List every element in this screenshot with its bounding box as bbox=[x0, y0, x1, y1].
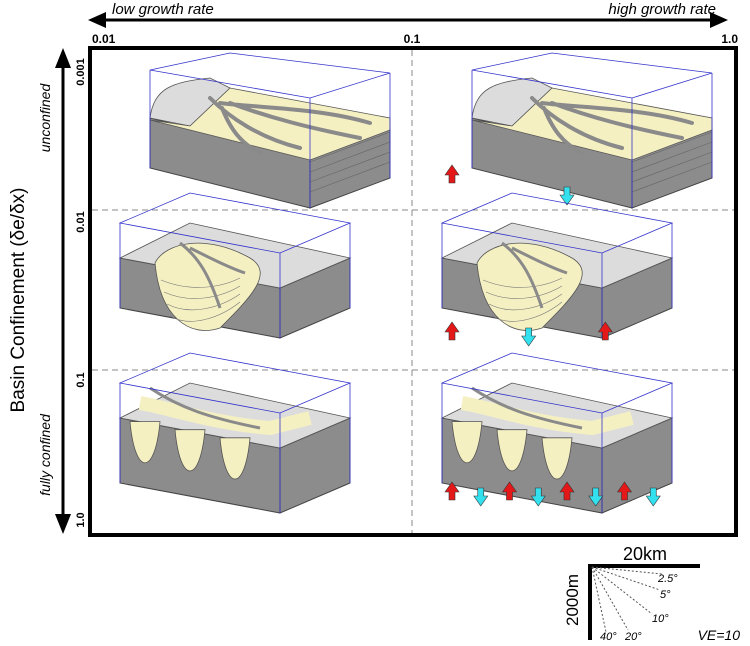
left-tick-3: 1.0 bbox=[75, 512, 87, 527]
strata-line bbox=[631, 131, 713, 163]
block-diagrams bbox=[118, 52, 713, 514]
angle-40: 40° bbox=[600, 631, 617, 643]
strata-line bbox=[163, 285, 241, 299]
panel-confined-high bbox=[440, 352, 674, 514]
channel-network bbox=[501, 241, 568, 309]
scale-vertical: 2000m bbox=[563, 574, 582, 626]
uplift-arrow-icon bbox=[444, 164, 460, 184]
angle-10: 10° bbox=[652, 613, 669, 625]
panel-unconfined-high bbox=[444, 52, 713, 209]
fan-surface bbox=[460, 396, 634, 436]
block-frame bbox=[440, 192, 674, 338]
top-tick-1: 0.1 bbox=[404, 32, 421, 46]
subsidence-arrow-icon bbox=[530, 487, 546, 507]
scale-horizontal: 20km bbox=[623, 544, 667, 564]
block-frame bbox=[149, 52, 391, 208]
vertical-exaggeration: VE=10 bbox=[698, 627, 741, 643]
channel-network bbox=[208, 96, 372, 155]
strata-line bbox=[631, 141, 713, 173]
left-tick-1: 0.01 bbox=[75, 211, 87, 232]
strata-line bbox=[166, 293, 241, 311]
strata-line bbox=[491, 301, 563, 322]
uplift-arrow-icon bbox=[616, 481, 633, 501]
confinement-title: Basin Confinement (δe/δx) bbox=[8, 188, 29, 413]
strata-line bbox=[631, 161, 713, 193]
subsidence-arrow-icon bbox=[588, 487, 604, 507]
subsidence-arrow-icon bbox=[521, 327, 537, 347]
block-frame bbox=[118, 352, 352, 513]
top-tick-2: 1.0 bbox=[721, 32, 738, 46]
uplift-arrow-icon bbox=[501, 481, 518, 501]
channel-network bbox=[179, 241, 246, 309]
trough-fill bbox=[219, 437, 251, 480]
panel-confined-low bbox=[118, 352, 352, 514]
panel-unconfined-low bbox=[149, 52, 391, 209]
trough-fill bbox=[541, 437, 573, 480]
strata-line bbox=[631, 151, 713, 183]
left-tick-2: 0.1 bbox=[75, 372, 87, 387]
left-tick-0: 0.001 bbox=[75, 58, 87, 86]
panel-partly-confined-high bbox=[440, 192, 674, 347]
strata-line bbox=[309, 141, 391, 173]
fan-surface bbox=[138, 396, 312, 436]
strata-line bbox=[482, 277, 563, 288]
strata-line bbox=[309, 151, 391, 183]
uplift-arrow-icon bbox=[444, 481, 460, 501]
high-growth-label: high growth rate bbox=[608, 1, 716, 18]
channel-network bbox=[149, 386, 261, 430]
block-frame bbox=[471, 52, 713, 208]
angle-2-5: 2.5° bbox=[657, 573, 678, 585]
trough-fill bbox=[496, 429, 528, 472]
subsidence-arrow-icon bbox=[473, 487, 489, 507]
strata-line bbox=[488, 293, 563, 311]
trough-fill bbox=[451, 421, 483, 464]
trough-fill bbox=[174, 429, 206, 472]
unconfined-label: unconfined bbox=[37, 83, 53, 153]
uplift-arrow-icon bbox=[444, 321, 460, 341]
trough-fill bbox=[129, 421, 161, 464]
angle-5: 5° bbox=[660, 589, 671, 601]
strata-line bbox=[485, 285, 563, 299]
block-frame bbox=[118, 192, 352, 338]
confinement-axis: Basin Confinement (δe/δx) unconfined ful… bbox=[8, 48, 87, 534]
uplift-arrow-icon bbox=[559, 481, 575, 501]
panel-partly-confined-low bbox=[118, 192, 352, 339]
scale-bar: 20km 2000m 2.5° 5° 10° 20° 40° VE=10 bbox=[563, 544, 740, 643]
channel-network bbox=[471, 386, 583, 430]
fully-confined-label: fully confined bbox=[37, 413, 53, 496]
angle-20: 20° bbox=[624, 631, 642, 643]
strata-line bbox=[160, 277, 241, 288]
top-tick-0: 0.01 bbox=[92, 32, 116, 46]
growth-rate-axis: low growth rate high growth rate 0.01 0.… bbox=[88, 1, 738, 46]
subsidence-arrow-icon bbox=[645, 487, 661, 507]
strata-line bbox=[309, 131, 391, 163]
block-frame bbox=[440, 352, 674, 513]
strata-line bbox=[309, 161, 391, 193]
uplift-arrow-icon bbox=[597, 321, 613, 341]
strata-line bbox=[169, 301, 241, 322]
slope-surface bbox=[149, 77, 231, 127]
slope-surface bbox=[471, 77, 553, 127]
low-growth-label: low growth rate bbox=[112, 1, 214, 18]
channel-network bbox=[530, 96, 694, 155]
main-frame bbox=[88, 46, 738, 537]
